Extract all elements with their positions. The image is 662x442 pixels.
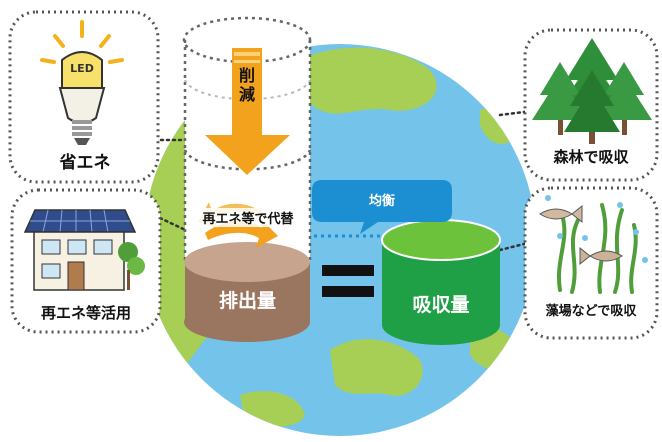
forest-icon bbox=[532, 38, 652, 144]
absorption-cylinder bbox=[381, 219, 501, 345]
emissions-label: 排出量 bbox=[218, 290, 276, 312]
equals-sign-icon bbox=[322, 265, 374, 297]
seaweed-fish-icon bbox=[539, 195, 648, 294]
reduction-label: 削減 bbox=[238, 66, 255, 104]
absorption-label: 吸収量 bbox=[412, 294, 470, 316]
led-label: LED bbox=[70, 62, 94, 75]
led-bulb-icon bbox=[40, 20, 124, 145]
energy-saving-label: 省エネ bbox=[59, 153, 111, 173]
forest-label: 森林で吸収 bbox=[553, 148, 629, 166]
seaweed-label: 藻場などで吸収 bbox=[545, 304, 637, 319]
replace-label: 再エネ等で代替 bbox=[188, 208, 308, 227]
renewable-use-label: 再エネ等活用 bbox=[40, 304, 131, 322]
solar-house-icon bbox=[23, 209, 145, 291]
balance-label: 均衡 bbox=[368, 194, 395, 209]
seaweed-panel bbox=[523, 186, 659, 340]
balance-bubble bbox=[312, 180, 452, 234]
reduction-arrow-icon bbox=[205, 48, 290, 175]
emissions-cylinder bbox=[184, 242, 310, 342]
